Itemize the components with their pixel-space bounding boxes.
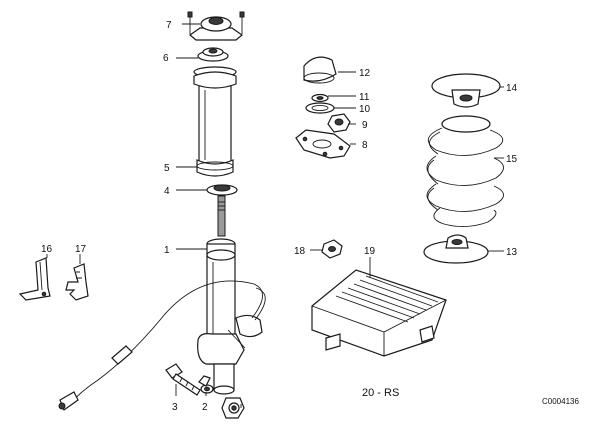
leader-lines	[46, 23, 504, 408]
callout-6: 6	[163, 53, 169, 64]
protective-tube	[193, 66, 237, 177]
shock-absorber	[197, 195, 263, 419]
callout-5: 5	[164, 163, 170, 174]
callout-15: 15	[506, 154, 518, 165]
diagram-code: C0004136	[542, 397, 579, 406]
callout-8: 8	[362, 140, 368, 151]
callout-labels: 7 6 5 4 1 3 2 16 17 12 11 10 9 8 14 15 1…	[41, 20, 518, 413]
callout-4: 4	[164, 186, 170, 197]
callout-14: 14	[506, 83, 518, 94]
lower-spring-pad	[423, 234, 489, 264]
bolt	[165, 363, 201, 396]
callout-12: 12	[359, 68, 371, 79]
callout-9: 9	[362, 120, 368, 131]
callout-1: 1	[164, 245, 170, 256]
callout-11: 11	[359, 92, 370, 103]
control-unit	[311, 269, 447, 357]
callout-18: 18	[294, 246, 306, 257]
stop-buffer	[206, 184, 238, 196]
upper-spring-pad	[431, 73, 501, 108]
cap	[303, 56, 337, 84]
callout-13: 13	[506, 247, 518, 258]
nut	[321, 239, 343, 259]
ring	[305, 102, 335, 114]
callout-7: 7	[166, 20, 172, 31]
section-label: 20 - RS	[362, 387, 399, 399]
coil-spring	[426, 115, 504, 227]
sensor-cable	[58, 280, 266, 411]
callout-10: 10	[359, 104, 371, 115]
callout-2: 2	[202, 402, 208, 413]
strut-top-mount	[187, 11, 245, 41]
clip	[65, 263, 89, 301]
callout-17: 17	[75, 244, 87, 255]
callout-3: 3	[172, 402, 178, 413]
strut-bearing	[197, 47, 229, 62]
mounting-plate	[295, 129, 351, 159]
callout-19: 19	[364, 246, 376, 257]
washer	[311, 93, 329, 103]
bracket	[18, 257, 51, 301]
callout-16: 16	[41, 244, 53, 255]
washer-nut	[198, 375, 214, 394]
hex-nut	[327, 113, 351, 133]
